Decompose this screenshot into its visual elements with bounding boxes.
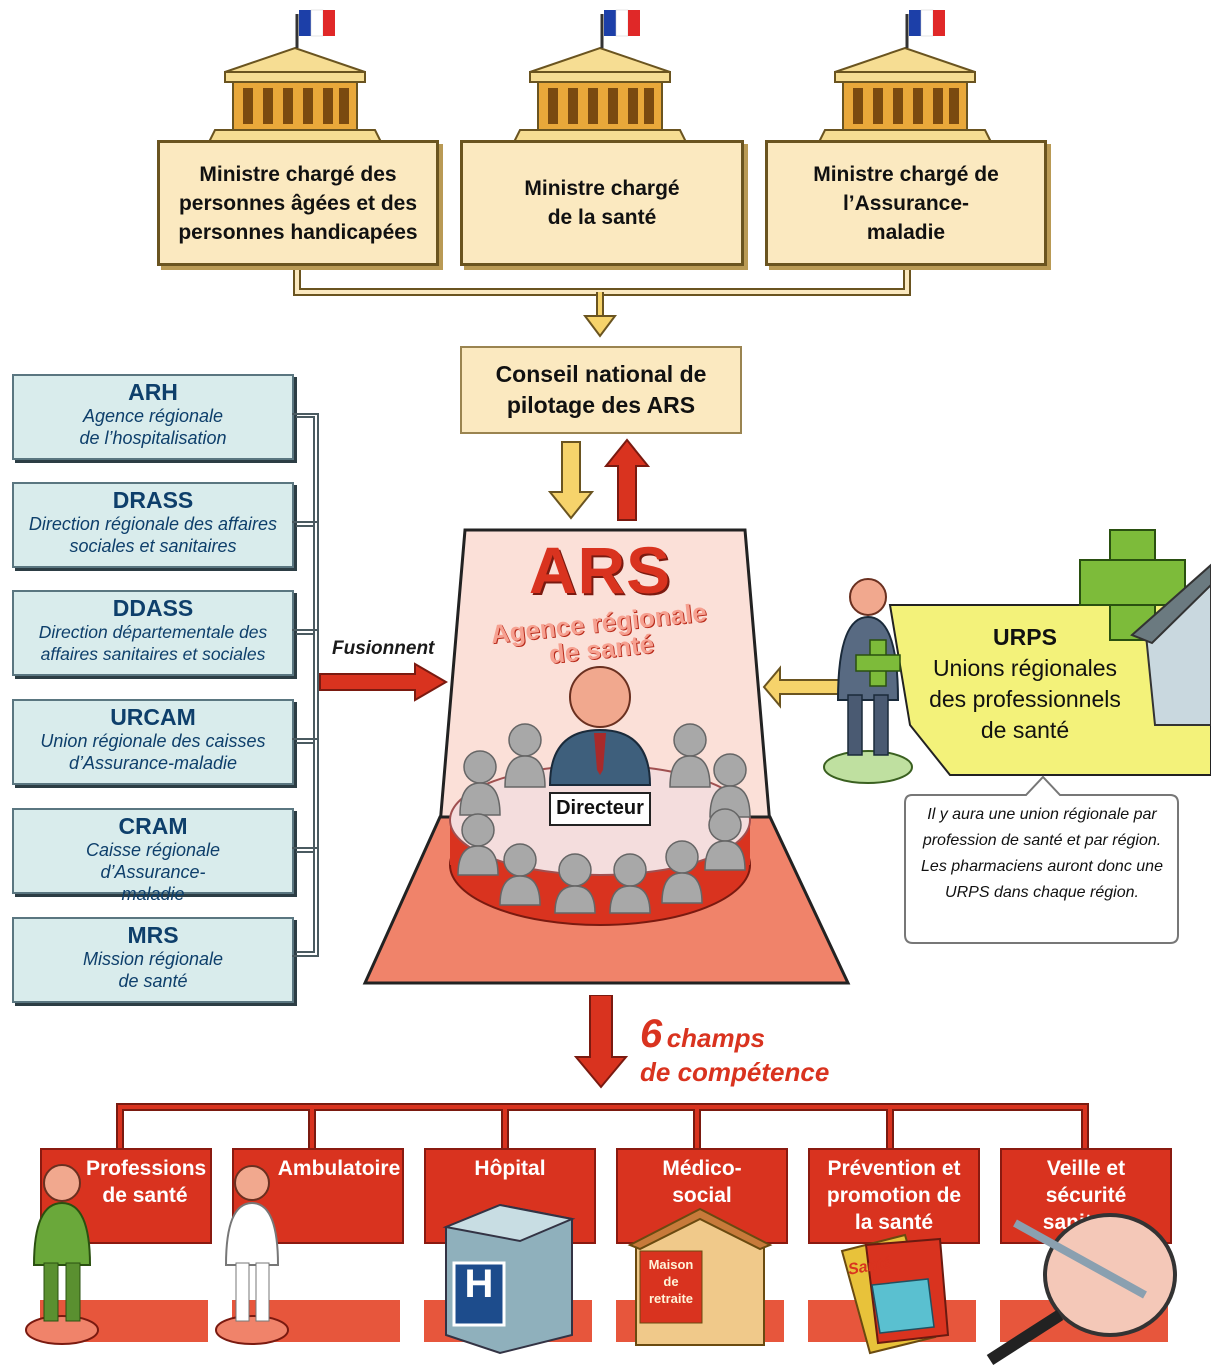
agency-name: Direction régionale des affaires sociale… — [28, 514, 278, 556]
agency-plaque-cram: CRAM Caisse régionale d’Assurance-maladi… — [12, 808, 294, 904]
ministry-elderly-disabled: Ministre chargé des personnes âgées et d… — [157, 140, 439, 266]
ministry-label: Ministre chargé de l’Assurance-maladie — [813, 162, 999, 244]
hospital-icon — [442, 1203, 576, 1355]
magazine-icon — [840, 1233, 950, 1355]
competence-count: 6 — [640, 1012, 663, 1056]
agency-plaque-ddass: DDASS Direction départementale des affai… — [12, 590, 294, 676]
agency-plaque-urcam: URCAM Union régionale des caisses d’Assu… — [12, 699, 294, 785]
competence-label-2: de compétence — [640, 1057, 830, 1087]
doctor-icon — [25, 1164, 99, 1345]
retirement-home-text: Maison de retraite — [648, 1257, 694, 1306]
merge-arrow-icon — [319, 662, 448, 702]
urps-name: Unions régionales des professionnels de … — [929, 655, 1121, 743]
ministry-health-insurance: Ministre chargé de l’Assurance-maladie — [765, 140, 1047, 266]
agency-name: Mission régionale de santé — [82, 949, 224, 991]
ministry-label: Ministre chargé des personnes âgées et d… — [178, 162, 418, 244]
arrow-up-icon — [603, 438, 651, 521]
field-label: Prévention et promotion de la santé — [826, 1157, 962, 1234]
field-label: Ambulatoire — [277, 1157, 401, 1180]
national-council-label: Conseil national de pilotage des ARS — [495, 361, 707, 418]
director-label: Directeur — [556, 797, 644, 819]
ministry-building-icon — [508, 8, 692, 152]
urps-acronym: URPS — [993, 624, 1057, 650]
ministry-building-icon — [203, 8, 387, 152]
retirement-home-icon — [627, 1207, 773, 1346]
agency-name: Agence régionale de l’hospitalisation — [79, 406, 227, 448]
ars-board — [362, 528, 851, 985]
agency-acronym: MRS — [127, 922, 179, 948]
agency-acronym: ARH — [128, 379, 178, 405]
agency-name: Direction départementale des affaires sa… — [38, 622, 268, 664]
urps-graphics — [762, 529, 1211, 944]
competence-label-1: champs — [666, 1023, 765, 1053]
ministries-graphics — [203, 8, 997, 338]
competence-connector — [116, 995, 1089, 1150]
agency-plaque-drass: DRASS Direction régionale des affaires s… — [12, 482, 294, 568]
field-label: Professions de santé — [86, 1157, 207, 1207]
magnifier-icon — [986, 1213, 1177, 1366]
agency-plaque-mrs: MRS Mission régionale de santé — [12, 917, 294, 1003]
agency-plaque-arh: ARH Agence régionale de l’hospitalisatio… — [12, 374, 294, 460]
nurse-icon — [215, 1165, 289, 1345]
competence-heading: 6 champs de compétence — [640, 1012, 829, 1088]
ministry-label: Ministre chargé de la santé — [524, 177, 680, 229]
ars-acronym: ARS — [528, 533, 672, 607]
ministry-health: Ministre chargé de la santé — [460, 140, 744, 266]
national-council-box: Conseil national de pilotage des ARS — [460, 346, 742, 434]
agency-acronym: DDASS — [112, 595, 194, 621]
agency-acronym: URCAM — [110, 704, 196, 730]
merge-label: Fusionnent — [332, 638, 435, 659]
urps-sign: URPS Unions régionales des professionnel… — [920, 622, 1130, 746]
ministry-building-icon — [813, 8, 997, 152]
agency-acronym: CRAM — [118, 813, 188, 839]
council-ars-arrows — [547, 438, 651, 521]
urps-note: Il y aura une union régionale par profes… — [921, 806, 1163, 901]
field-label: Hôpital — [474, 1157, 546, 1180]
field-illustrations — [25, 1164, 1177, 1366]
agency-name: Caisse régionale d’Assurance-maladie — [85, 840, 221, 904]
arrow-down-icon — [547, 441, 595, 520]
field-label: Médico-social — [662, 1157, 742, 1207]
merge-connector — [292, 413, 448, 957]
agency-name: Union régionale des caisses d’Assurance-… — [40, 731, 266, 773]
agency-acronym: DRASS — [112, 487, 194, 513]
hospital-letter: H — [464, 1262, 494, 1306]
arrow-down-icon — [573, 995, 629, 1089]
